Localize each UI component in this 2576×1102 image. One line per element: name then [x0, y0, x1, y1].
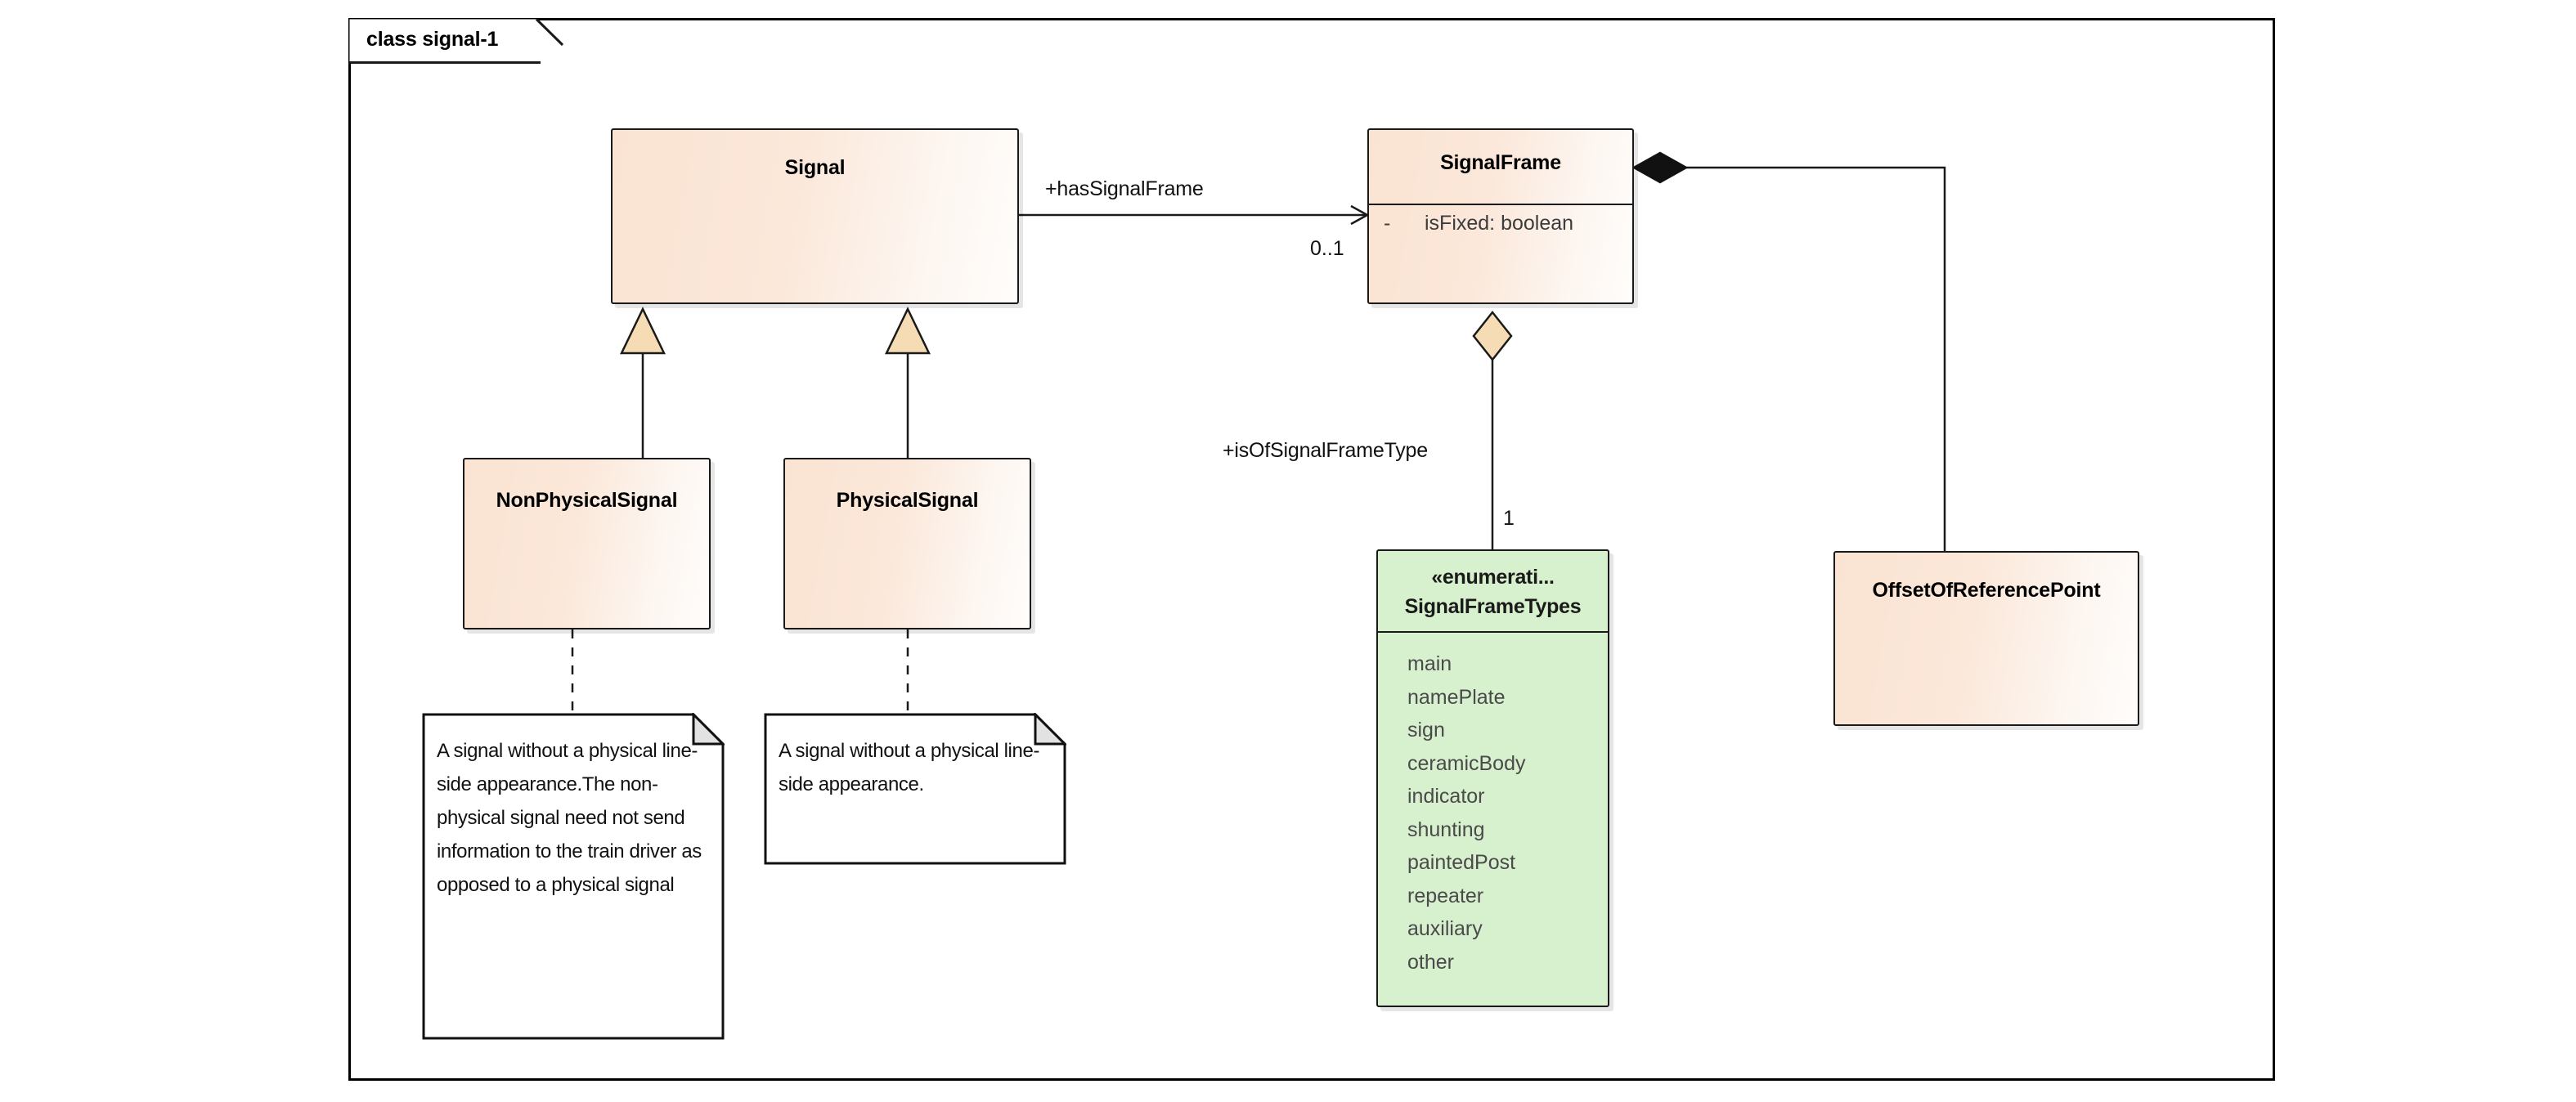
- frame-tab-shape: [349, 18, 564, 64]
- enum-stereotype-label: «enumerati...: [1431, 566, 1555, 589]
- signalframe-compartment-divider: [1369, 204, 1632, 205]
- enum-literal-list: main namePlate sign ceramicBody indicato…: [1407, 647, 1526, 979]
- note-shape: [764, 713, 1066, 865]
- enum-signalframetypes-title: SignalFrameTypes: [1404, 595, 1582, 618]
- note-shape: [422, 713, 725, 1040]
- class-nonphysicalsignal-title: NonPhysicalSignal: [496, 489, 678, 512]
- note-physicalsignal-text: A signal without a physical line-side ap…: [779, 740, 1039, 795]
- class-nonphysicalsignal[interactable]: NonPhysicalSignal: [463, 458, 711, 629]
- enum-literal: paintedPost: [1407, 851, 1516, 874]
- enum-compartment-divider: [1378, 631, 1608, 633]
- note-nonphysicalsignal[interactable]: A signal without a physical line-side ap…: [422, 713, 725, 1040]
- class-signal[interactable]: Signal: [611, 128, 1019, 304]
- class-signalframe[interactable]: SignalFrame - isFixed: boolean: [1367, 128, 1634, 304]
- enum-literal: sign: [1407, 719, 1445, 741]
- enum-literal: indicator: [1407, 785, 1485, 808]
- class-signal-title: Signal: [784, 156, 846, 179]
- enum-literal: main: [1407, 652, 1452, 675]
- class-physicalsignal[interactable]: PhysicalSignal: [783, 458, 1031, 629]
- signalframe-attr-isfixed: isFixed: boolean: [1425, 212, 1574, 235]
- edge-label-isofsignalframetype: +isOfSignalFrameType: [1223, 439, 1428, 462]
- enum-literal: shunting: [1407, 818, 1485, 841]
- class-offsetofreferencepoint-title: OffsetOfReferencePoint: [1872, 579, 2101, 602]
- frame-header-tab: class signal-1: [348, 18, 564, 64]
- class-physicalsignal-title: PhysicalSignal: [836, 489, 979, 512]
- enumeration-signalframetypes[interactable]: «enumerati... SignalFrameTypes main name…: [1376, 549, 1609, 1007]
- enum-literal: other: [1407, 950, 1454, 974]
- enum-literal: auxiliary: [1407, 917, 1483, 940]
- signalframe-attr-visibility: -: [1384, 212, 1391, 235]
- class-signalframe-title: SignalFrame: [1440, 151, 1561, 174]
- frame-title: class signal-1: [366, 28, 499, 51]
- enum-literal: ceramicBody: [1407, 751, 1526, 775]
- edge-multiplicity-hassignalframe: 0..1: [1310, 237, 1344, 260]
- enum-literal: repeater: [1407, 884, 1484, 907]
- edge-multiplicity-isofsignalframetype: 1: [1503, 507, 1515, 530]
- edge-label-hassignalframe: +hasSignalFrame: [1045, 177, 1204, 200]
- enum-literal: namePlate: [1407, 685, 1506, 709]
- note-physicalsignal[interactable]: A signal without a physical line-side ap…: [764, 713, 1066, 865]
- class-offsetofreferencepoint[interactable]: OffsetOfReferencePoint: [1833, 551, 2139, 726]
- note-nonphysicalsignal-text: A signal without a physical line-side ap…: [437, 740, 702, 896]
